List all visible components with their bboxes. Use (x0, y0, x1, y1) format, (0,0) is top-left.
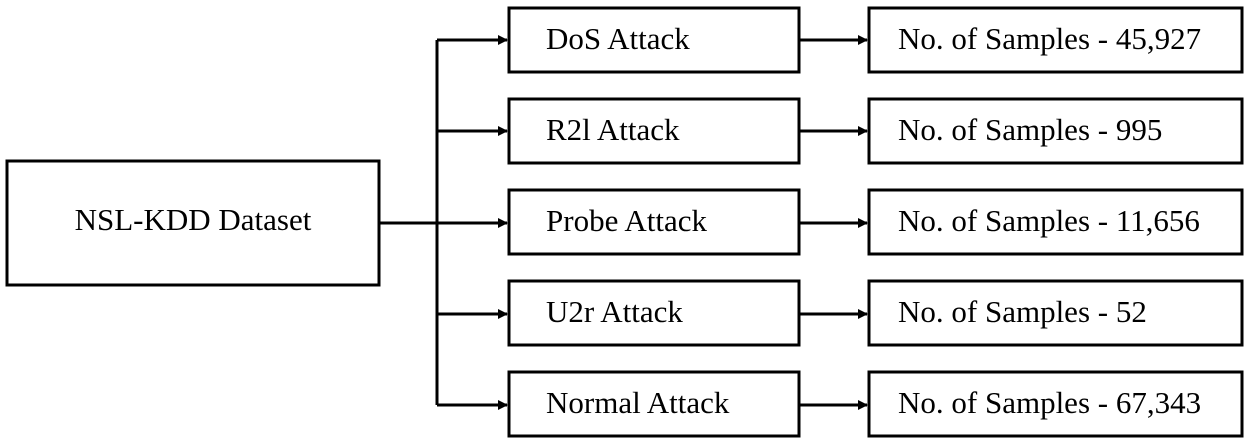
root-label: NSL-KDD Dataset (75, 202, 312, 237)
samples-label: No. of Samples - 11,656 (898, 203, 1200, 238)
attack-label: DoS Attack (546, 21, 690, 56)
samples-box (867, 97, 1244, 165)
attack-label: U2r Attack (546, 294, 683, 329)
samples-box (867, 370, 1244, 438)
root-box (5, 159, 381, 287)
attack-row: R2l Attack No. of Samples - 995 (437, 97, 1244, 165)
samples-label: No. of Samples - 52 (898, 294, 1147, 329)
samples-label: No. of Samples - 45,927 (898, 21, 1201, 56)
root-node: NSL-KDD Dataset (5, 159, 381, 287)
attack-label: R2l Attack (546, 112, 680, 147)
attack-label: Normal Attack (546, 385, 730, 420)
samples-box (867, 188, 1244, 256)
samples-box (867, 6, 1244, 74)
attack-label: Probe Attack (546, 203, 707, 238)
attack-row: Normal Attack No. of Samples - 67,343 (437, 370, 1244, 438)
attack-box (507, 188, 801, 256)
attack-row: U2r Attack No. of Samples - 52 (437, 279, 1244, 347)
attack-row: DoS Attack No. of Samples - 45,927 (437, 6, 1244, 74)
attack-box (507, 6, 801, 74)
samples-box (867, 279, 1244, 347)
samples-label: No. of Samples - 995 (898, 112, 1162, 147)
attack-row: Probe Attack No. of Samples - 11,656 (437, 188, 1244, 256)
samples-label: No. of Samples - 67,343 (898, 385, 1201, 420)
